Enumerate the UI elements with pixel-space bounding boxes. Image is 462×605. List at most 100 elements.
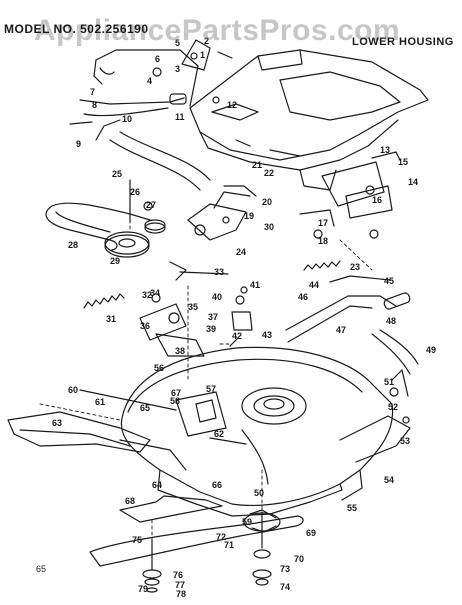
blade-assembly [89, 495, 304, 593]
part-callout-9: 9 [76, 139, 81, 149]
part-callout-35: 35 [188, 302, 198, 312]
part-callout-4: 4 [147, 76, 152, 86]
part-callout-28: 28 [68, 240, 78, 250]
leader-lines [39, 189, 373, 571]
part-callout-3: 3 [175, 64, 180, 74]
lever-arm [285, 275, 419, 375]
part-callout-62: 62 [214, 429, 224, 439]
part-callout-30: 30 [264, 222, 274, 232]
lift-rods [69, 93, 187, 141]
top-bracket [152, 39, 233, 104]
part-callout-37: 37 [208, 312, 218, 322]
part-callout-40: 40 [212, 292, 222, 302]
part-callout-58: 58 [170, 396, 180, 406]
part-callout-59: 59 [242, 517, 252, 527]
part-callout-21: 21 [252, 160, 262, 170]
part-callout-11: 11 [175, 112, 185, 122]
part-callout-41: 41 [250, 280, 260, 290]
part-callout-64: 64 [152, 480, 162, 490]
part-callout-78: 78 [176, 589, 186, 599]
part-callout-32: 32 [142, 290, 152, 300]
part-callout-45: 45 [384, 276, 394, 286]
page-number: 65 [36, 564, 47, 574]
part-callout-79: 79 [138, 584, 148, 594]
part-callout-70: 70 [294, 554, 304, 564]
model-number-label: MODEL NO. 502.256190 [4, 22, 149, 36]
part-callout-61: 61 [95, 397, 105, 407]
upper-frame-housing [189, 49, 429, 191]
springs [83, 260, 341, 309]
part-callout-33: 33 [214, 267, 224, 277]
part-callout-50: 50 [254, 488, 264, 498]
part-callout-44: 44 [309, 280, 319, 290]
part-callout-71: 71 [224, 540, 234, 550]
part-callout-10: 10 [122, 114, 132, 124]
watermark-text: AppliancePartsPros.com [34, 14, 401, 47]
part-callout-53: 53 [400, 436, 410, 446]
part-callout-1: 1 [200, 50, 205, 60]
part-callout-20: 20 [262, 197, 272, 207]
part-callout-51: 51 [384, 377, 394, 387]
part-callout-12: 12 [227, 100, 237, 110]
part-callout-73: 73 [280, 564, 290, 574]
part-callout-14: 14 [408, 177, 418, 187]
part-callout-31: 31 [106, 314, 116, 324]
part-callout-17: 17 [318, 218, 328, 228]
part-callout-63: 63 [52, 418, 62, 428]
part-callout-69: 69 [306, 528, 316, 538]
part-callout-46: 46 [298, 292, 308, 302]
part-callout-43: 43 [262, 330, 272, 340]
part-callout-26: 26 [130, 187, 140, 197]
mower-deck [120, 346, 394, 517]
part-callout-68: 68 [125, 496, 135, 506]
part-callout-18: 18 [318, 236, 328, 246]
part-callout-15: 15 [398, 157, 408, 167]
mid-left-small-parts [139, 286, 253, 357]
part-callout-57: 57 [206, 384, 216, 394]
part-callout-56: 56 [154, 363, 164, 373]
part-callout-39: 39 [206, 324, 216, 334]
part-callout-65: 65 [140, 403, 150, 413]
deck-skirt [339, 369, 411, 463]
part-callout-7: 7 [90, 87, 95, 97]
part-callout-22: 22 [264, 168, 274, 178]
part-callout-38: 38 [175, 346, 185, 356]
page-title: LOWER HOUSING [352, 36, 454, 48]
part-callout-52: 52 [388, 402, 398, 412]
part-callout-23: 23 [350, 262, 360, 272]
part-callout-60: 60 [68, 385, 78, 395]
part-callout-27: 27 [146, 200, 156, 210]
part-callout-16: 16 [372, 195, 382, 205]
part-callout-42: 42 [232, 331, 242, 341]
part-callout-19: 19 [244, 211, 254, 221]
idler-bracket [169, 185, 257, 281]
part-callout-2: 2 [204, 36, 209, 46]
part-callout-55: 55 [347, 503, 357, 513]
part-callout-24: 24 [236, 247, 246, 257]
part-callout-67: 67 [171, 388, 181, 398]
left-side-panel [93, 49, 211, 191]
part-callout-54: 54 [384, 475, 394, 485]
part-callout-76: 76 [173, 570, 183, 580]
part-callout-47: 47 [336, 325, 346, 335]
part-callout-74: 74 [280, 582, 290, 592]
part-callout-48: 48 [386, 316, 396, 326]
part-callout-29: 29 [110, 256, 120, 266]
part-callout-34: 34 [150, 288, 160, 298]
part-callout-36: 36 [140, 321, 150, 331]
part-callout-13: 13 [380, 145, 390, 155]
part-callout-25: 25 [112, 169, 122, 179]
part-callout-77: 77 [175, 580, 185, 590]
part-callout-66: 66 [212, 480, 222, 490]
part-callout-75: 75 [132, 535, 142, 545]
part-callout-5: 5 [175, 38, 180, 48]
right-upper-brackets [299, 151, 401, 239]
part-callout-6: 6 [155, 54, 160, 64]
deck-side-rail [7, 389, 187, 471]
part-callout-49: 49 [426, 345, 436, 355]
part-callout-72: 72 [216, 532, 226, 542]
part-callout-8: 8 [92, 100, 97, 110]
